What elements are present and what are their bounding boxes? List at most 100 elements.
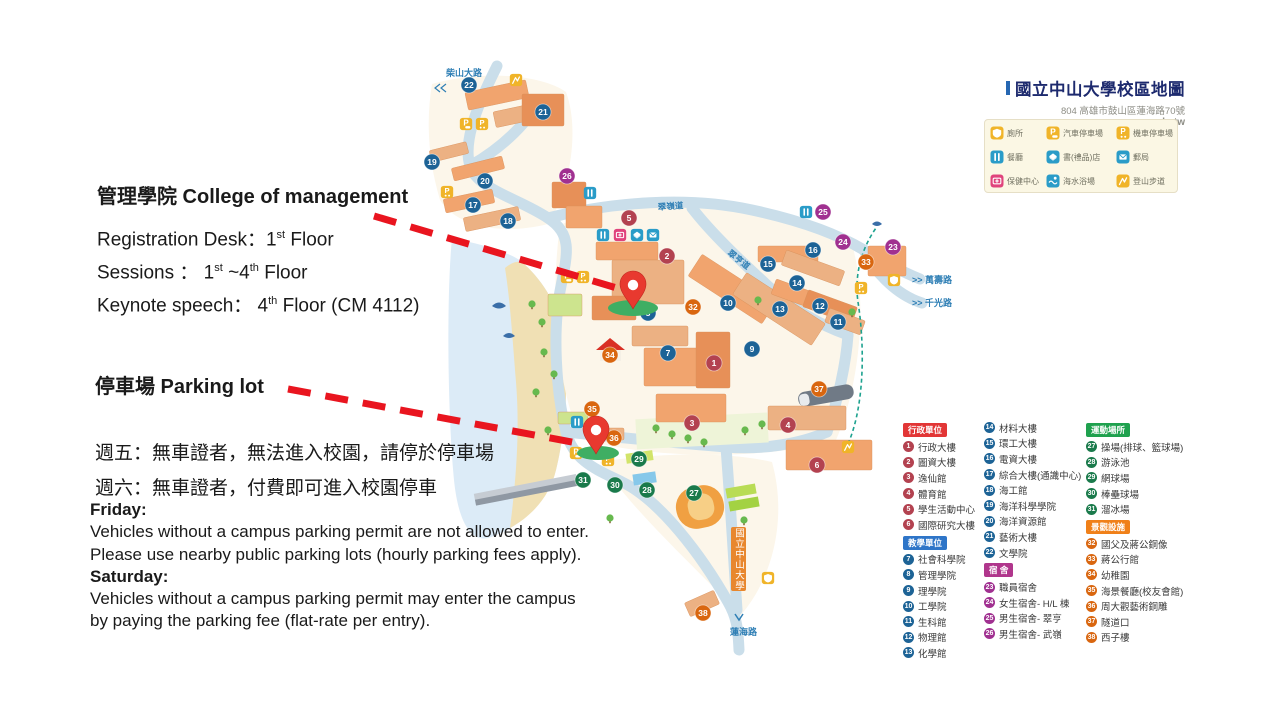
legend-item-label: 電資大樓 — [999, 454, 1038, 466]
parking-dashed-arrow — [287, 385, 578, 447]
building-block — [785, 439, 873, 471]
legend-item-label: 西子樓 — [1101, 633, 1130, 645]
legend-item-number: 33 — [1086, 553, 1097, 565]
road-label-qianguang: >> 千光路 — [912, 297, 953, 308]
legend-item-number: 19 — [984, 500, 995, 512]
map-markers: 1234567891011121314151617181920212223242… — [423, 76, 902, 622]
facility-legend-item: 郵局 — [1116, 150, 1182, 164]
legend-item-number: 25 — [984, 612, 995, 624]
beach-icon — [1046, 174, 1060, 188]
svg-text:17: 17 — [468, 200, 478, 210]
map-marker-18: 18 — [499, 212, 517, 230]
facility-legend-label: 餐廳 — [1007, 152, 1023, 162]
legend-item-label: 文學院 — [999, 548, 1028, 560]
map-marker-24: 24 — [834, 233, 852, 251]
svg-text:23: 23 — [888, 242, 898, 252]
title-accent-bar — [1006, 81, 1010, 95]
restaurant-icon — [570, 415, 584, 429]
svg-text:31: 31 — [578, 475, 588, 485]
legend-group-header: 宿 舍 — [984, 563, 1014, 578]
facility-legend-item: 書(禮品)店 — [1046, 150, 1116, 164]
legend-item: 8 管理學院 — [903, 567, 983, 583]
tree-icon — [528, 300, 536, 308]
annotation-parking-title: 停車場 Parking lot — [95, 376, 264, 398]
tree-icon — [532, 388, 540, 396]
svg-text:22: 22 — [464, 80, 474, 90]
legend-item-label: 綜合大樓(通識中心) — [999, 470, 1082, 482]
svg-text:13: 13 — [775, 304, 785, 314]
legend-item-number: 15 — [984, 437, 995, 449]
road-label-lianhai: 蓮海路 — [730, 626, 758, 637]
map-marker-38: 38 — [694, 604, 712, 622]
legend-item-number: 38 — [1086, 631, 1097, 643]
legend-item-label: 男生宿舍- 翠亨 — [999, 614, 1062, 626]
facility-legend-label: 郵局 — [1133, 152, 1149, 162]
tree-icon — [606, 514, 614, 522]
map-marker-34: 34 — [601, 346, 619, 364]
legend-item-label: 逸仙館 — [918, 473, 947, 485]
legend-item-number: 8 — [903, 569, 914, 581]
jetty — [473, 473, 579, 506]
facility-legend-label: 保健中心 — [1007, 176, 1039, 186]
legend-item-number: 9 — [903, 585, 914, 597]
hiking-trail-icon — [841, 440, 855, 454]
legend-item-label: 海工館 — [999, 486, 1028, 498]
scooter-parking-icon: P — [854, 281, 868, 295]
svg-text:5: 5 — [627, 213, 632, 223]
tree-icon — [740, 516, 748, 524]
svg-text:11: 11 — [834, 317, 843, 327]
map-marker-28: 28 — [638, 481, 656, 499]
map-icons: PPPPPPPP — [440, 73, 901, 585]
legend-item-label: 蔣公行館 — [1101, 555, 1140, 567]
svg-text:30: 30 — [610, 480, 620, 490]
legend-item-number: 37 — [1086, 616, 1097, 628]
facility-legend-label: 廁所 — [1007, 128, 1023, 138]
map-marker-10: 10 — [719, 294, 737, 312]
svg-text:10: 10 — [723, 298, 733, 308]
hiking-trail-icon — [1116, 174, 1130, 188]
sea-icons — [492, 221, 882, 338]
svg-text:25: 25 — [818, 207, 828, 217]
legend-item-number: 21 — [984, 531, 995, 543]
annotation-parking-en: Friday: Vehicles without a campus parkin… — [90, 499, 589, 633]
parking-location-pin — [577, 415, 619, 460]
post-office-icon — [646, 228, 660, 242]
facility-legend-label: 汽車停車場 — [1063, 128, 1103, 138]
svg-text:12: 12 — [815, 301, 825, 311]
map-marker-16: 16 — [804, 241, 822, 259]
college-line: Sessions ： 1st ~4th Floor — [97, 262, 308, 284]
svg-text:27: 27 — [689, 488, 699, 498]
trees — [528, 296, 856, 526]
legend-item-number: 13 — [903, 647, 914, 659]
svg-text:P: P — [444, 186, 449, 195]
legend-item-label: 隧道口 — [1101, 617, 1130, 629]
legend-item-label: 學生活動中心 — [918, 505, 976, 517]
map-marker-4: 4 — [779, 416, 797, 434]
legend-item-number: 6 — [903, 519, 914, 531]
legend-item-label: 溜冰場 — [1101, 505, 1130, 517]
legend-item-label: 管理學院 — [918, 570, 957, 582]
health-center-icon — [990, 174, 1004, 188]
tunnel — [798, 384, 854, 407]
restaurant-icon — [583, 186, 597, 200]
toilet-icon — [990, 126, 1004, 140]
saturday-label: Saturday: — [90, 566, 169, 586]
map-marker-33: 33 — [857, 253, 875, 271]
svg-text:3: 3 — [690, 418, 695, 428]
svg-text:16: 16 — [808, 245, 818, 255]
facility-legend-item: 登山步道 — [1116, 174, 1182, 188]
